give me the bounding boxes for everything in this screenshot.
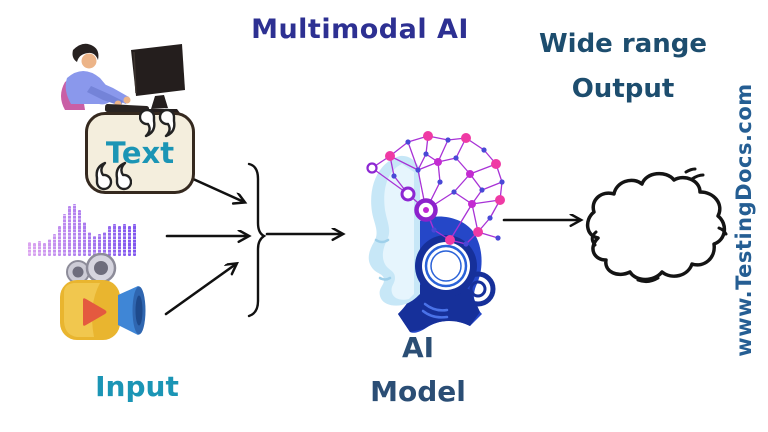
audio-bar — [72, 204, 77, 256]
output-label-line2: Output — [571, 74, 675, 104]
cloud-icon — [585, 167, 728, 284]
audio-bar — [112, 224, 117, 256]
audio-bar — [87, 232, 92, 256]
ai-model-label: AI Model — [330, 326, 506, 414]
audio-bar — [28, 242, 32, 256]
audio-bar — [132, 224, 137, 256]
quote-marks-icon — [139, 108, 176, 138]
face-shape — [81, 53, 97, 69]
audio-bar — [97, 234, 102, 256]
output-label-line1: Wide range — [538, 29, 707, 59]
audio-waveform-icon — [28, 203, 148, 256]
brace-connector — [247, 162, 267, 318]
ai-model-line1: AI — [401, 331, 435, 364]
audio-bar — [57, 226, 62, 256]
video-camera-icon — [60, 253, 146, 340]
audio-bar — [77, 210, 82, 256]
audio-bar — [102, 232, 107, 256]
audio-bar — [82, 222, 87, 256]
monitor-icon — [131, 44, 185, 96]
arrow-video-to-brace — [164, 264, 236, 316]
audio-bar — [37, 241, 42, 256]
audio-bar — [47, 239, 52, 256]
ai-head-illustration — [366, 131, 505, 333]
audio-bar — [42, 243, 47, 256]
audio-bar — [32, 243, 37, 256]
text-input-bubble: Text — [85, 112, 195, 194]
audio-bar — [92, 236, 97, 256]
audio-bar — [127, 226, 132, 256]
audio-bar — [122, 224, 127, 256]
hair-shape — [72, 43, 99, 62]
quote-marks-icon — [95, 161, 132, 191]
text-bubble-label: Text — [105, 136, 175, 170]
input-label: Input — [95, 370, 179, 403]
brain-network-graphic — [366, 131, 505, 247]
keyboard-icon — [104, 103, 150, 115]
audio-bar — [62, 214, 67, 256]
audio-bar — [52, 234, 57, 256]
output-label: Wide range Output — [513, 22, 733, 112]
audio-bar — [107, 226, 112, 256]
audio-bar — [117, 226, 122, 256]
ai-model-line2: Model — [370, 375, 466, 408]
audio-bar — [67, 206, 72, 256]
page-title: Multimodal AI — [251, 14, 469, 45]
watermark-url: www.TestingDocs.com — [732, 83, 756, 357]
